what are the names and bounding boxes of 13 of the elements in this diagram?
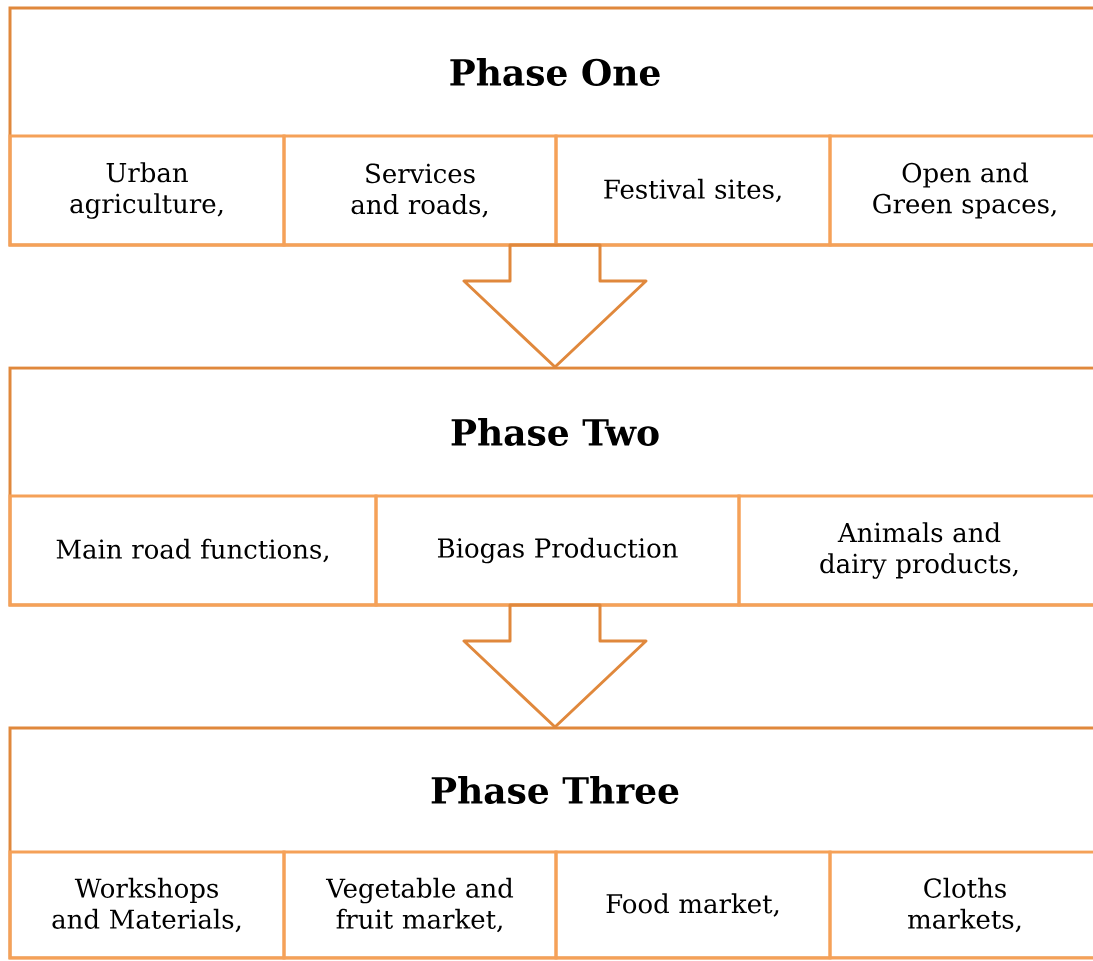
block-arrow [462,603,648,729]
cell: Food market, [554,850,832,960]
cell: Festival sites, [554,134,832,247]
block-arrow [462,243,648,369]
cell: Cloths markets, [828,850,1093,960]
cell: Animals and dairy products, [737,494,1093,607]
cell: Services and roads, [282,134,558,247]
cell: Urban agriculture, [8,134,286,247]
cell: Biogas Production [374,494,741,607]
cell: Open and Green spaces, [828,134,1093,247]
cell: Vegetable and fruit market, [282,850,558,960]
cell: Main road functions, [8,494,378,607]
cell: Workshops and Materials, [8,850,286,960]
